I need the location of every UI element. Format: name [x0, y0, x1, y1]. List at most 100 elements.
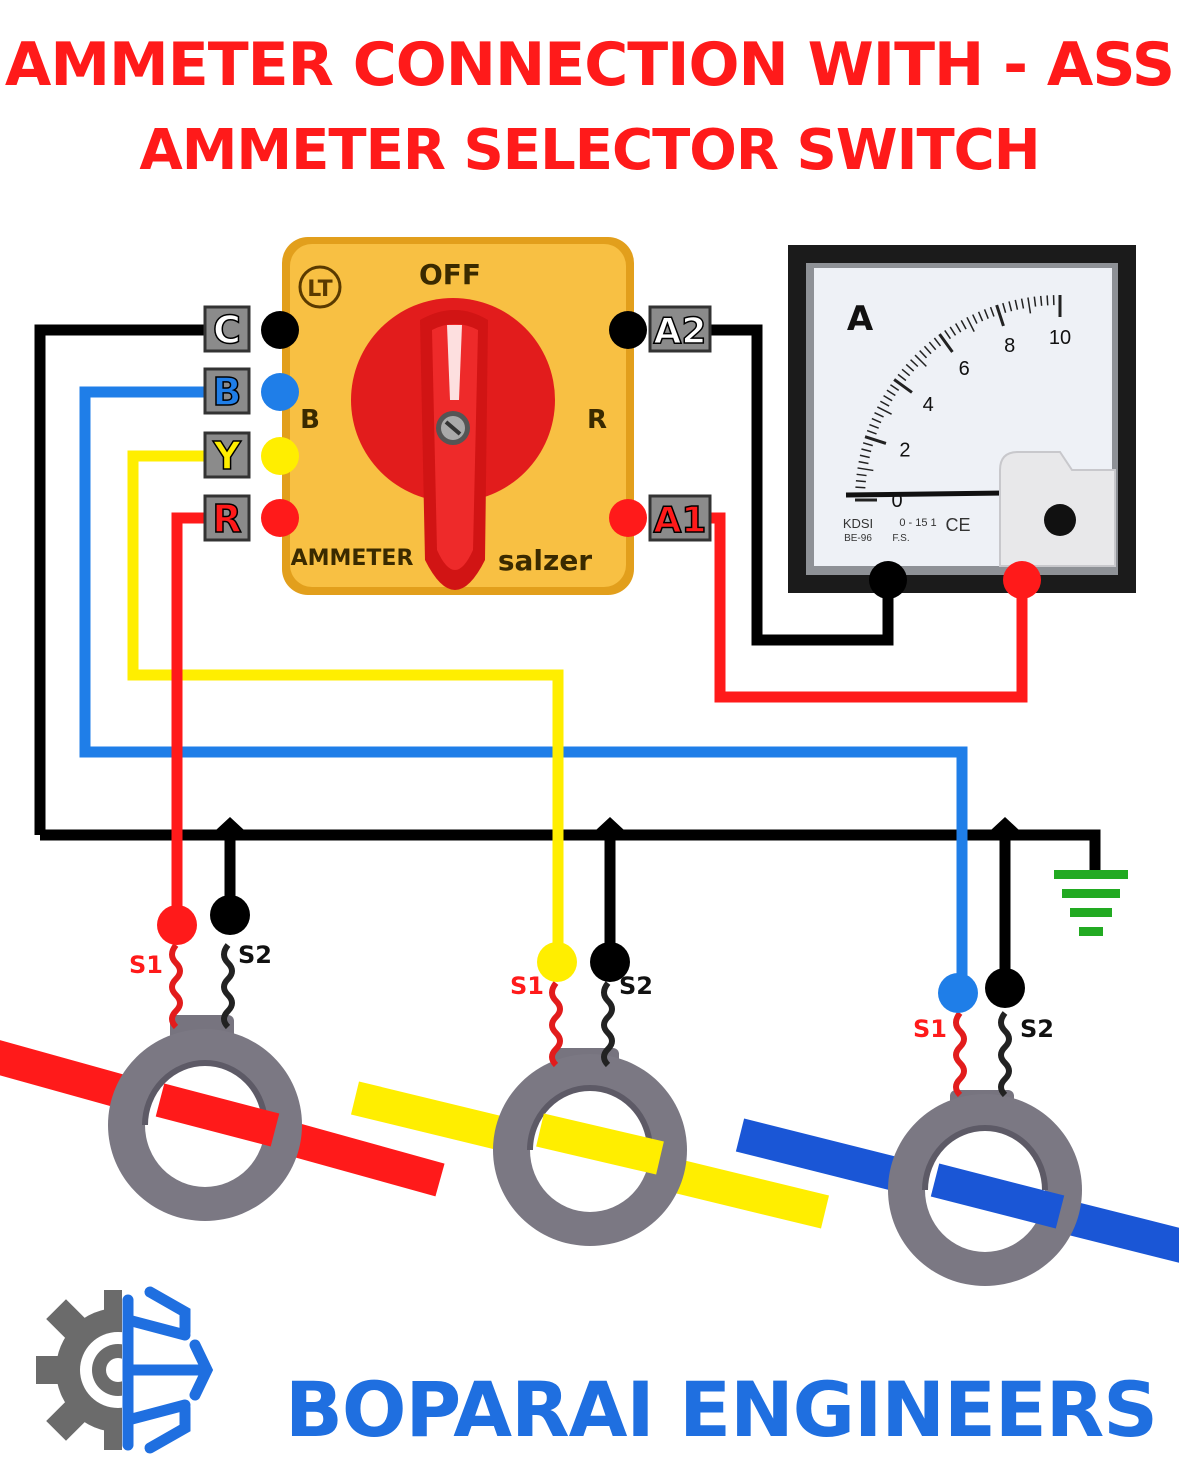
switch-ammeter-label: AMMETER	[291, 546, 414, 571]
meter-unit-label: A	[847, 299, 874, 339]
scale-tick	[972, 314, 978, 324]
terminal-y-dot[interactable]	[261, 437, 299, 475]
scale-tick	[983, 309, 989, 319]
scale-tick	[923, 345, 932, 355]
terminal-b-dot[interactable]	[261, 373, 299, 411]
ct2-s1-terminal[interactable]	[537, 942, 577, 982]
scale-tick	[856, 473, 867, 477]
wire-red-phase	[171, 512, 230, 920]
ct2-s2-label: S2	[619, 972, 653, 1000]
scale-tick	[1014, 299, 1019, 310]
scale-tick	[995, 304, 1005, 327]
switch-brand-label: salzer	[498, 544, 592, 577]
terminal-b-label: B	[213, 370, 242, 414]
current-transformer-2: S1 S2	[493, 942, 687, 1246]
ct3-s1-label: S1	[913, 1015, 947, 1043]
scale-tick	[886, 389, 896, 397]
ct1-s1-label: S1	[129, 951, 163, 979]
meter-needle	[845, 490, 1006, 498]
scale-tick	[977, 311, 984, 322]
meter-terminal-red[interactable]	[1003, 561, 1041, 599]
ct1-s2-terminal[interactable]	[210, 895, 250, 935]
terminal-r-dot[interactable]	[261, 499, 299, 537]
junction-3	[991, 817, 1019, 843]
ammeter-selector-switch: LT OFF B R AMMETER salzer	[282, 237, 634, 595]
scale-tick	[862, 442, 873, 447]
scale-tick	[890, 384, 900, 392]
terminal-a2-label: A2	[654, 311, 707, 352]
scale-tick	[928, 341, 937, 351]
scale-tick	[858, 460, 869, 465]
diagram-title-line-1: AMMETER CONNECTION WITH - ASS	[4, 30, 1175, 100]
ct2-s1-label: S1	[510, 972, 544, 1000]
scale-tick	[1002, 302, 1007, 313]
scale-tick	[919, 350, 928, 359]
scale-tick	[1046, 295, 1049, 306]
scale-tick	[855, 479, 866, 483]
meter-maker: KDSI	[843, 516, 873, 531]
scale-tick	[949, 326, 957, 336]
current-transformer-1: S1 S2	[108, 895, 302, 1221]
wire-a2-meter	[680, 324, 894, 646]
terminal-c-dot[interactable]	[261, 311, 299, 349]
scale-tick	[864, 435, 887, 445]
wire-blue-phase	[79, 386, 968, 990]
scale-tick	[966, 317, 975, 332]
junction-2	[596, 817, 624, 843]
selector-knob[interactable]	[351, 298, 555, 590]
scale-tick	[933, 337, 942, 347]
junction-1	[216, 817, 244, 843]
ct3-s1-terminal[interactable]	[938, 973, 978, 1013]
wires	[34, 324, 1101, 990]
scale-label: 8	[1004, 335, 1015, 357]
meter-fs: F.S.	[892, 533, 909, 544]
switch-b-label: B	[300, 405, 320, 435]
scale-tick	[855, 486, 866, 489]
meter-terminal-black[interactable]	[869, 561, 907, 599]
scale-tick	[1020, 298, 1025, 309]
scale-label: 6	[959, 358, 970, 380]
scale-tick	[901, 368, 911, 377]
terminal-r-label: R	[212, 497, 241, 541]
scale-tick	[871, 417, 882, 424]
scale-tick	[897, 373, 907, 382]
meter-zero-adjust-icon[interactable]	[1044, 504, 1076, 536]
scale-tick	[861, 448, 872, 453]
scale-tick	[1008, 301, 1013, 312]
scale-tick	[955, 323, 962, 333]
scale-label: 2	[899, 440, 910, 462]
ct1-s2-label: S2	[238, 941, 272, 969]
ct3-s2-label: S2	[1020, 1015, 1054, 1043]
scale-tick	[960, 319, 967, 330]
scale-label: 0	[891, 490, 902, 512]
lt-logo-icon	[298, 265, 342, 309]
scale-tick	[914, 354, 927, 367]
scale-tick	[859, 454, 870, 459]
scale-tick	[938, 333, 954, 353]
wire-yellow-phase	[127, 450, 564, 960]
scale-tick	[866, 429, 877, 435]
scale-tick	[1027, 297, 1032, 314]
ct3-s2-terminal[interactable]	[985, 968, 1025, 1008]
switch-off-label: OFF	[419, 258, 481, 291]
boparai-logo-icon	[36, 1285, 222, 1460]
terminal-y-label: Y	[212, 434, 241, 478]
scale-tick	[857, 467, 874, 472]
switch-terminals: C B Y R A2 A1	[203, 305, 712, 542]
meter-ce-mark: CE	[945, 515, 970, 535]
scale-tick	[905, 363, 915, 372]
ct2-s2-terminal[interactable]	[590, 942, 630, 982]
scale-tick	[1039, 295, 1043, 306]
terminal-a1-label: A1	[654, 500, 707, 541]
meter-spec: 0 - 15 1	[899, 517, 936, 529]
meter-model: BE-96	[844, 533, 872, 544]
switch-r-label: R	[587, 405, 607, 435]
wire-common-c	[34, 324, 230, 835]
scale-tick	[883, 395, 893, 402]
terminal-a1-dot[interactable]	[609, 499, 647, 537]
terminal-a2-dot[interactable]	[609, 311, 647, 349]
ct1-s1-terminal[interactable]	[157, 905, 197, 945]
current-transformers: S1 S2 S1 S2 S1	[108, 895, 1082, 1286]
